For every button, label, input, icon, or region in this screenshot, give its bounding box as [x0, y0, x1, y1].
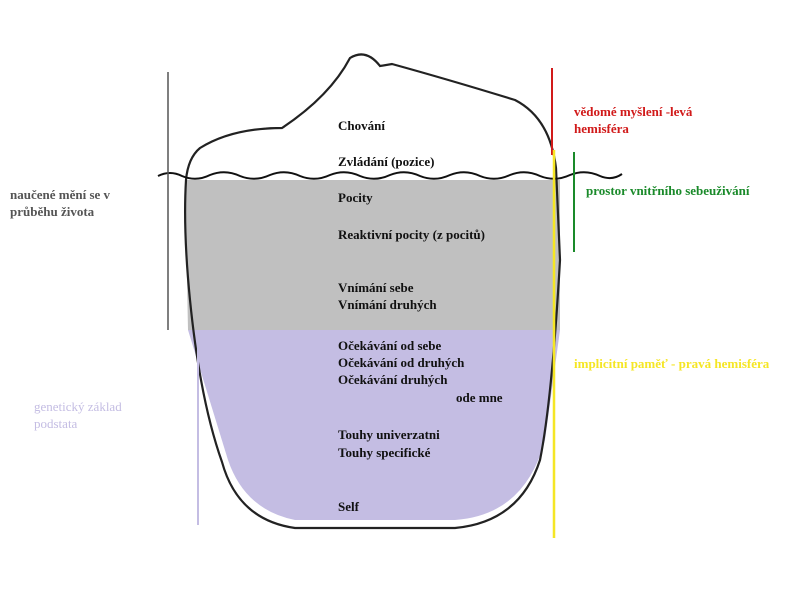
left-lower-label-line1: genetický základ	[34, 398, 122, 415]
right-green-label: prostor vnitřního sebeuživání	[586, 182, 749, 199]
label-touhy-specificke: Touhy specifické	[338, 444, 430, 461]
label-pocity: Pocity	[338, 189, 373, 206]
label-self: Self	[338, 498, 359, 515]
left-lower-label-line2: podstata	[34, 415, 122, 432]
label-vnimani-druhych: Vnímání druhých	[338, 296, 437, 313]
label-vnimani-sebe: Vnímání sebe	[338, 279, 413, 296]
right-red-label-line2: hemisféra	[574, 120, 692, 137]
water-line	[158, 172, 622, 179]
right-red-label: vědomé myšlení -levá hemisféra	[574, 103, 692, 137]
label-ocekavani-druhych: Očekávání druhých	[338, 371, 447, 388]
label-ocekavani-od-sebe: Očekávání od sebe	[338, 337, 441, 354]
label-ode-mne: ode mne	[456, 389, 503, 406]
label-chovani: Chování	[338, 117, 385, 134]
label-touhy-univerzatni: Touhy univerzatni	[338, 426, 440, 443]
left-upper-label-line1: naučené mění se v	[10, 186, 110, 203]
label-zvladani: Zvládání (pozice)	[338, 153, 434, 170]
left-upper-label-line2: průběhu života	[10, 203, 110, 220]
label-reaktivni-pocity: Reaktivní pocity (z pocitů)	[338, 226, 485, 243]
left-upper-label: naučené mění se v průběhu života	[10, 186, 110, 220]
right-red-label-line1: vědomé myšlení -levá	[574, 103, 692, 120]
right-yellow-label: implicitní paměť - pravá hemisféra	[574, 355, 769, 372]
label-ocekavani-od-druhych: Očekávání od druhých	[338, 354, 464, 371]
left-lower-label: genetický základ podstata	[34, 398, 122, 432]
